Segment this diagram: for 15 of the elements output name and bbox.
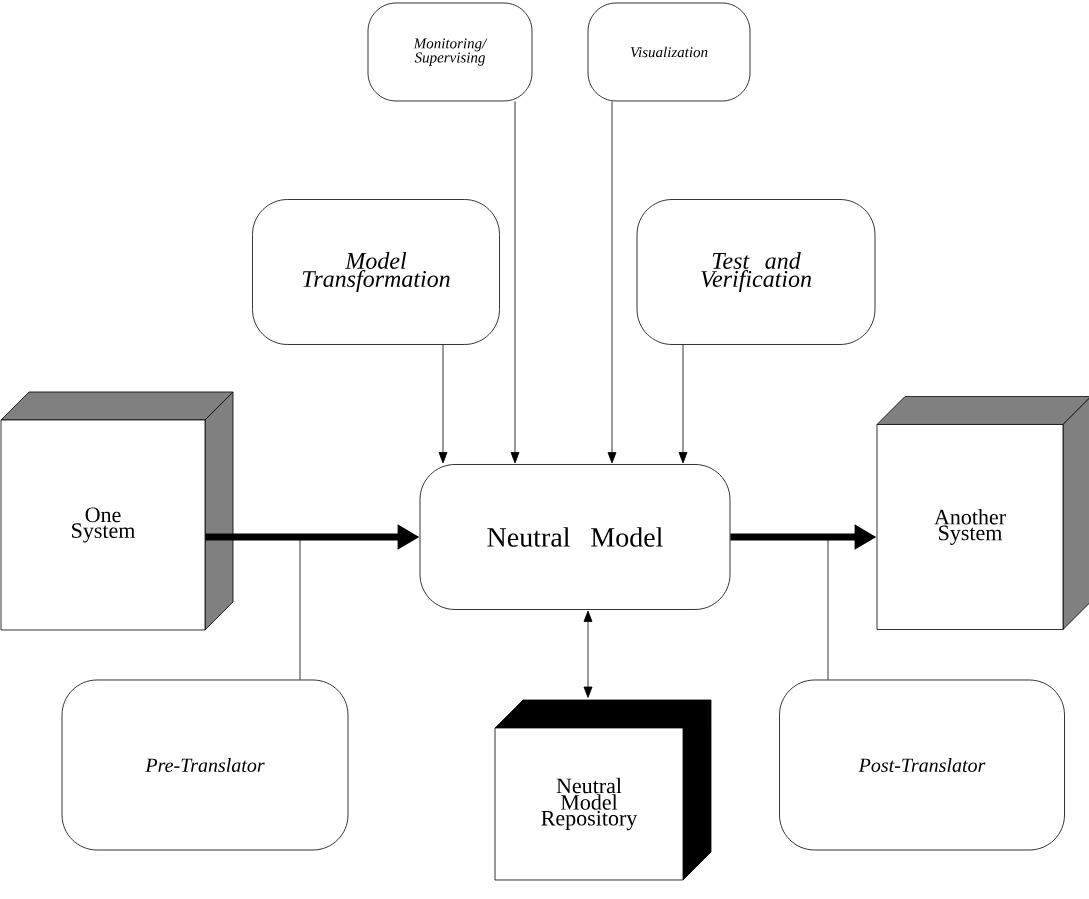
arrow [607,101,617,464]
rounded-box: Neutral Model [419,464,731,610]
arrow [438,344,448,464]
rounded-box: Visualization [587,2,751,102]
rounded-box: Pre-Translator [61,679,349,851]
arrow [678,344,688,464]
cube-box: Another System [876,396,1089,630]
rounded-box: Test and Verification [636,199,876,345]
arrow [510,101,520,464]
rounded-box: Model Transformation [252,199,500,345]
arrow [583,610,593,698]
rounded-box: Monitoring/ Supervising [367,2,533,102]
cube-box: Neutral Model Repository [494,699,712,881]
rounded-box: Post-Translator [779,679,1065,851]
cube-box: One System [0,391,234,631]
